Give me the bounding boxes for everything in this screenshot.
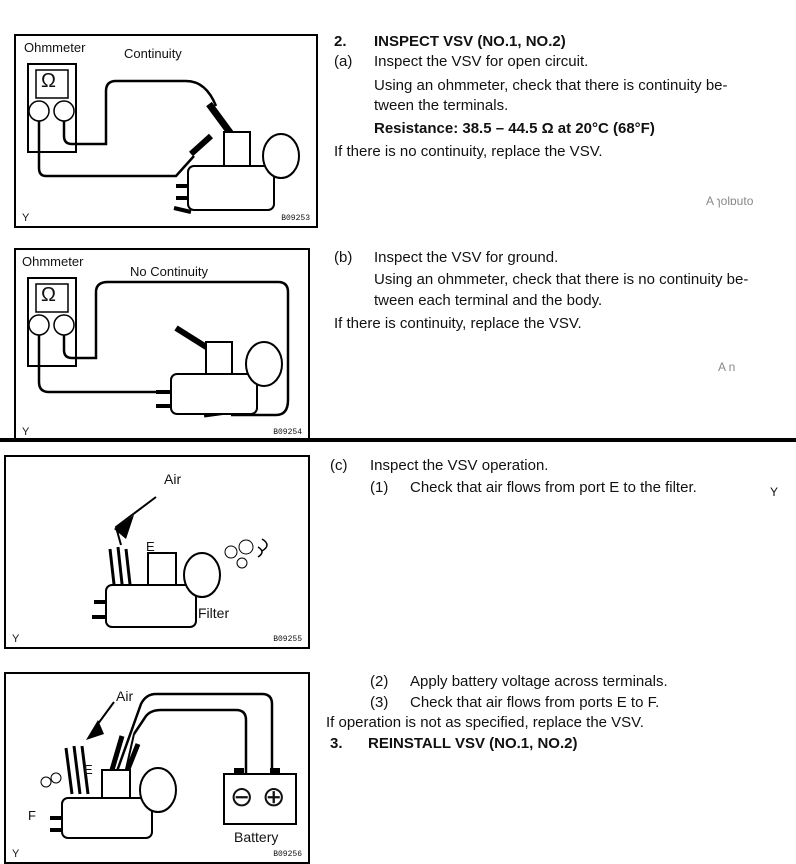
ohmmeter-label: Ohmmeter [22,254,84,269]
ohmmeter-label: Ohmmeter [24,40,86,55]
resistance-spec: Resistance: 38.5 – 44.5 Ω at 20°C (68°F) [374,120,655,137]
port-e-label: E [84,762,93,777]
step-c-label: (c) [330,457,348,474]
air-label: Air [164,471,182,487]
ohm-symbol-icon: Ω [41,284,56,306]
port-e-label: E [146,539,155,554]
stray-y-mark: Y [770,485,779,499]
step-b-line2: tween each terminal and the body. [374,292,603,309]
section-3-title: REINSTALL VSV (NO.1, NO.2) [368,735,578,752]
section-2-title: INSPECT VSV (NO.1, NO.2) [374,33,566,50]
battery-minus-icon: ⊖ [230,781,254,812]
figure-continuity: Ohmmeter Continuity Ω Y B09253 [14,34,318,228]
figure-air-e-to-f: Air E F ⊖ ⊕ Battery Y B09256 [4,672,310,864]
continuity-diagram [27,63,300,214]
figure-y-mark: Y [22,212,30,224]
no-continuity-diagram [27,277,290,418]
figure-air-to-filter: Air E Filter Y B09255 [4,455,310,649]
figure-no-continuity: Ohmmeter No Continuity Ω Y B09254 [14,248,310,442]
page-divider [0,438,796,442]
port-f-label: F [28,808,36,823]
section-3-number: 3. [330,735,343,752]
bleed-through-text: A n [718,360,736,374]
step-c2-text: Apply battery voltage across terminals. [410,673,668,690]
section-2-number: 2. [334,33,347,50]
step-c3-text: Check that air flows from ports E to F. [410,694,660,711]
step-c1-number: (1) [370,479,389,496]
bleed-through-text: A ɿolɒuto [706,194,754,208]
step-c2-number: (2) [370,673,389,690]
figure-code: B09253 [281,214,310,223]
step-a-label: (a) [334,53,353,70]
battery-label: Battery [234,829,279,845]
filter-label: Filter [198,605,230,621]
air-filter-diagram [92,496,268,628]
step-b-line1: Using an ohmmeter, check that there is n… [374,271,749,288]
figure-code: B09255 [273,635,302,644]
figure-y-mark: Y [12,633,20,645]
step-c3-number: (3) [370,694,389,711]
step-a-line1: Using an ohmmeter, check that there is c… [374,77,728,94]
figure-code: B09256 [273,850,302,859]
step-a-title: Inspect the VSV for open circuit. [374,53,589,70]
step-a-note: If there is no continuity, replace the V… [334,143,603,160]
step-c-title: Inspect the VSV operation. [370,457,549,474]
step-c1-text: Check that air flows from port E to the … [410,479,697,496]
air-label: Air [116,688,134,704]
figure-code: B09254 [273,428,302,437]
step-b-note: If there is continuity, replace the VSV. [334,315,582,332]
step-c-note: If operation is not as specified, replac… [326,714,644,731]
continuity-label: Continuity [124,46,182,61]
battery-diagram [40,692,297,839]
step-b-label: (b) [334,249,353,266]
battery-plus-icon: ⊕ [262,781,286,812]
figure-y-mark: Y [22,426,30,438]
step-a-line2: tween the terminals. [374,97,509,114]
step-b-title: Inspect the VSV for ground. [374,249,559,266]
figure-y-mark: Y [12,848,20,860]
ohm-symbol-icon: Ω [41,70,56,92]
no-continuity-label: No Continuity [130,264,209,279]
